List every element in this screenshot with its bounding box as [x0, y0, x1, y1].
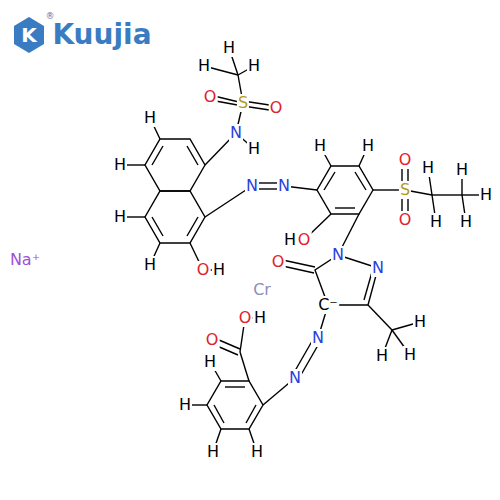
atom-label: N	[288, 369, 302, 387]
atom-label: Cr	[252, 281, 272, 299]
atom-label: H	[203, 353, 217, 371]
logo-hexagon	[14, 17, 44, 53]
atom-label: H	[421, 159, 435, 177]
bonds	[120, 48, 486, 452]
atom-label: O	[398, 151, 413, 169]
atom-label: S	[237, 94, 249, 112]
logo-text: Kuujia	[51, 20, 152, 50]
atom-label: O	[196, 261, 211, 279]
atom-label: O	[203, 88, 218, 106]
atom-label: H	[459, 213, 473, 231]
atom-label: O	[398, 211, 413, 229]
atom-label: H	[206, 443, 220, 461]
atom-label: H	[178, 396, 192, 414]
atom-label: H	[253, 309, 267, 327]
atom-label: H	[247, 57, 261, 75]
atom-label: H	[113, 208, 127, 226]
atom-label: H	[283, 231, 297, 249]
atom-label: O	[269, 99, 284, 117]
atom-label: O	[205, 331, 220, 349]
atom-label: N	[277, 177, 291, 195]
atom-label: H	[143, 256, 157, 274]
atom-label: H	[313, 137, 327, 155]
atom-label: O	[297, 231, 312, 249]
atom-label: H	[197, 57, 211, 75]
atom-label: H	[429, 213, 443, 231]
logo-letter: K	[20, 24, 38, 46]
atom-label: O	[271, 253, 286, 271]
atom-label: H	[250, 443, 264, 461]
atom-label: H	[375, 347, 389, 365]
atom-label: H	[361, 137, 375, 155]
atom-label: C⁻	[317, 296, 339, 314]
atom-label: N	[371, 259, 385, 277]
atom-label: H	[455, 161, 469, 179]
atom-label: O	[238, 309, 253, 327]
atom-label: H	[479, 186, 493, 204]
atom-label: N	[245, 177, 259, 195]
atom-label: H	[413, 313, 427, 331]
atom-label: N	[311, 329, 325, 347]
atom-label: N	[229, 124, 243, 142]
atom-label: Na⁺	[9, 251, 41, 269]
atom-label: H	[403, 346, 417, 364]
atom-label: H	[222, 39, 236, 57]
atom-label: N	[331, 246, 345, 264]
atom-label: H	[143, 109, 157, 127]
atom-label: H	[247, 140, 261, 158]
atom-label: H	[212, 261, 226, 279]
atom-label: H	[113, 156, 127, 174]
atom-label: S	[399, 181, 411, 199]
